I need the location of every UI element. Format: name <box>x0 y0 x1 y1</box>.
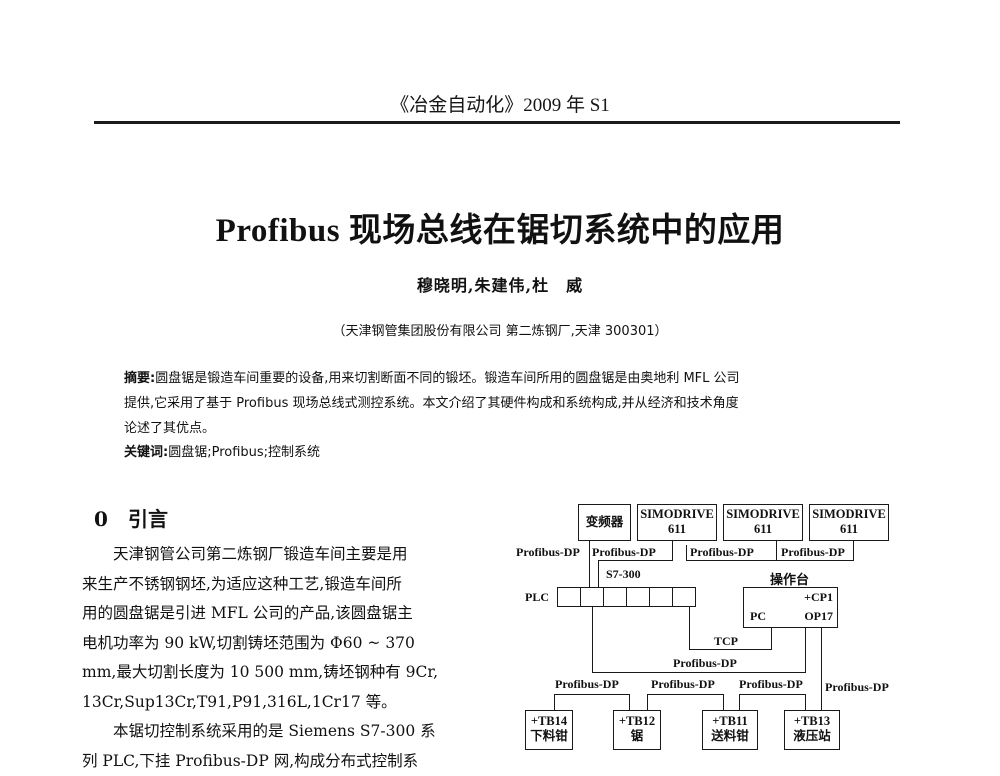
connector-line <box>739 694 740 710</box>
box-line: 下料钳 <box>526 729 572 744</box>
console-box: +CP1 PC OP17 <box>743 587 838 628</box>
connector-line <box>589 541 590 587</box>
bus-label: Profibus-DP <box>825 680 889 695</box>
body-line: 天津钢管公司第二炼钢厂锻造车间主要是用 <box>82 540 482 570</box>
connector-line <box>598 560 673 561</box>
box-line: 锯 <box>614 729 660 744</box>
connector-line <box>821 628 822 718</box>
bus-label: Profibus-DP <box>690 545 754 560</box>
abstract-line: 圆盘锯是锻造车间重要的设备,用来切割断面不同的锻坯。锻造车间所用的圆盘锯是由奥地… <box>155 371 739 386</box>
box-line: 送料钳 <box>703 729 757 744</box>
box-line: +TB12 <box>614 714 660 729</box>
connector-line <box>689 649 772 650</box>
box-line: +TB13 <box>785 714 839 729</box>
connector-line <box>689 607 690 650</box>
box-line: SIMODRIVE <box>810 507 888 522</box>
simodrive-box-3: SIMODRIVE 611 <box>809 504 889 541</box>
bus-label: Profibus-DP <box>781 545 845 560</box>
tb11-box: +TB11 送料钳 <box>702 710 758 750</box>
bus-label: Profibus-DP <box>555 677 619 692</box>
plc-slot <box>557 587 581 607</box>
journal-header: 《冶金自动化》2009 年 S1 <box>0 90 1000 117</box>
bus-label: Profibus-DP <box>673 656 737 671</box>
connector-line <box>554 694 555 710</box>
section-title: 引言 <box>128 507 168 531</box>
keywords-text: 圆盘锯;Profibus;控制系统 <box>168 445 320 460</box>
abstract-label: 摘要: <box>124 371 155 386</box>
header-rule <box>94 121 900 124</box>
connector-line <box>592 672 806 673</box>
connector-line <box>739 694 806 695</box>
connector-line <box>647 694 724 695</box>
body-line: mm,最大切割长度为 10 500 mm,铸坯钢种有 9Cr, <box>82 658 482 688</box>
connector-line <box>771 628 772 650</box>
plc-slot <box>672 587 696 607</box>
plc-slot <box>580 587 604 607</box>
plc-label: PLC <box>525 590 549 605</box>
tb14-box: +TB14 下料钳 <box>525 710 573 750</box>
connector-line <box>723 694 724 710</box>
connector-line <box>598 560 599 587</box>
console-title: 操作台 <box>770 569 809 588</box>
body-line: 用的圆盘锯是引进 MFL 公司的产品,该圆盘锯主 <box>82 599 482 629</box>
abstract: 摘要:圆盘锯是锻造车间重要的设备,用来切割断面不同的锻坯。锻造车间所用的圆盘锯是… <box>124 366 872 441</box>
console-op: OP17 <box>804 609 833 624</box>
connector-line <box>776 560 854 561</box>
section-number: 0 <box>94 507 128 531</box>
box-line: +TB11 <box>703 714 757 729</box>
body-text: 天津钢管公司第二炼钢厂锻造车间主要是用 来生产不锈钢钢坯,为适应这种工艺,锻造车… <box>82 540 482 776</box>
article-title: Profibus 现场总线在锯切系统中的应用 <box>0 203 1000 251</box>
body-line: 电机功率为 90 kW,切割铸坯范围为 Φ60 ~ 370 <box>82 629 482 659</box>
connector-line <box>805 694 806 710</box>
plc-model-label: S7-300 <box>606 567 641 582</box>
article-authors: 穆晓明,朱建伟,杜 威 <box>0 272 1000 296</box>
box-line: 611 <box>810 522 888 537</box>
bus-label: Profibus-DP <box>516 545 580 560</box>
article-affiliation: （天津钢管集团股份有限公司 第二炼钢厂,天津 300301） <box>0 320 1000 339</box>
box-line: +TB14 <box>526 714 572 729</box>
box-line: SIMODRIVE <box>638 507 716 522</box>
box-line: 611 <box>638 522 716 537</box>
connector-line <box>776 545 777 561</box>
keywords: 关键词:圆盘锯;Profibus;控制系统 <box>124 441 872 460</box>
simodrive-box-2: SIMODRIVE 611 <box>723 504 803 541</box>
connector-line <box>672 541 673 561</box>
body-line: 列 PLC,下挂 Profibus-DP 网,构成分布式控制系 <box>82 747 482 776</box>
bus-label: Profibus-DP <box>651 677 715 692</box>
plc-slot <box>626 587 650 607</box>
bus-label: Profibus-DP <box>739 677 803 692</box>
plc-slot <box>649 587 673 607</box>
connector-line <box>629 694 630 710</box>
abstract-line: 论述了其优点。 <box>124 416 872 441</box>
console-pc: PC <box>750 609 766 624</box>
tcp-label: TCP <box>714 634 738 649</box>
box-line: SIMODRIVE <box>724 507 802 522</box>
body-line: 本锯切控制系统采用的是 Siemens S7-300 系 <box>82 717 482 747</box>
connector-line <box>805 628 806 673</box>
console-cp: +CP1 <box>804 590 833 605</box>
box-line: 液压站 <box>785 729 839 744</box>
bus-label: Profibus-DP <box>592 545 656 560</box>
connector-line <box>853 541 854 561</box>
connector-line <box>554 694 630 695</box>
system-diagram: 变频器 SIMODRIVE 611 SIMODRIVE 611 SIMODRIV… <box>510 495 900 760</box>
abstract-line: 提供,它采用了基于 Profibus 现场总线式测控系统。本文介绍了其硬件构成和… <box>124 391 872 416</box>
tb12-box: +TB12 锯 <box>613 710 661 750</box>
keywords-label: 关键词: <box>124 445 168 460</box>
box-line: 611 <box>724 522 802 537</box>
simodrive-box-1: SIMODRIVE 611 <box>637 504 717 541</box>
connector-line <box>647 694 648 710</box>
tb13-box: +TB13 液压站 <box>784 710 840 750</box>
connector-line <box>686 545 687 561</box>
plc-slot <box>603 587 627 607</box>
body-line: 来生产不锈钢钢坯,为适应这种工艺,锻造车间所 <box>82 570 482 600</box>
connector-line <box>592 607 593 673</box>
inverter-box: 变频器 <box>578 504 631 541</box>
connector-line <box>686 560 777 561</box>
body-line: 13Cr,Sup13Cr,T91,P91,316L,1Cr17 等。 <box>82 688 482 718</box>
